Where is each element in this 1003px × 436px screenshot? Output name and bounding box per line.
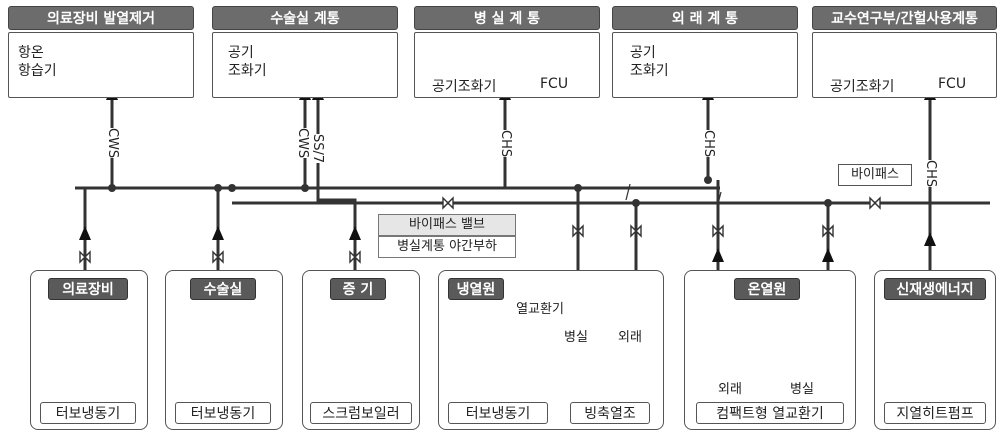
system-title-ward: 병 실 계 통: [414, 6, 600, 30]
pipe-label-chs-2: CHS: [701, 130, 716, 158]
bypass-label: 바이패스: [838, 164, 912, 186]
pipe-label-chs-1: CHS: [498, 130, 513, 158]
source-foot-steam: 스크럼보일러: [310, 402, 412, 424]
source-title-warm: 온열원: [734, 278, 800, 300]
system-title-surgery: 수술실 계통: [212, 6, 398, 30]
system-equip-surgery: 공기 조화기: [228, 45, 267, 79]
warm-sub-ward: 병실: [790, 382, 814, 397]
source-title-medical: 의료장비: [48, 278, 128, 300]
warm-sub-outpatient: 외래: [718, 382, 742, 397]
system-equip-outpatient: 공기 조화기: [630, 45, 669, 79]
system-equip-medical: 항온 항습기: [18, 45, 57, 79]
night-load-label: 병실계통 야간부하: [378, 236, 516, 258]
system-title-outpatient: 외 래 계 통: [612, 6, 798, 30]
source-title-cold: 냉열원: [448, 278, 504, 300]
system-equip-professor-ahu: 공기조화기: [830, 79, 895, 95]
source-title-steam: 증 기: [330, 278, 386, 300]
pipe-steam: [316, 100, 357, 270]
pipe-label-chs-3: CHS: [923, 160, 938, 188]
source-foot-medical: 터보냉동기: [40, 402, 136, 424]
source-foot-cold-ice: 빙축열조: [570, 402, 650, 424]
system-equip-ward-fcu: FCU: [540, 76, 569, 92]
source-title-renewable: 신재생에너지: [884, 278, 986, 300]
pipe-label-cws-2: CWS: [295, 128, 310, 159]
system-box-medical: [8, 32, 194, 98]
source-title-surgery: 수술실: [190, 278, 256, 300]
system-box-outpatient: [612, 32, 798, 98]
system-title-professor: 교수연구부/간헐사용계통: [812, 6, 997, 30]
system-box-professor: [812, 32, 997, 98]
hx-ward-label: 병실: [564, 330, 588, 345]
pipe-chs-ward: [503, 100, 720, 190]
pipe-label-ss: SS/7: [310, 134, 325, 164]
hx-out-label: 외래: [618, 330, 642, 345]
pipe-label-cws-1: CWS: [105, 128, 120, 159]
bypass-valve-label: 바이패스 밸브: [378, 214, 516, 236]
system-title-medical: 의료장비 발열제거: [8, 6, 194, 30]
source-foot-warm: 컴팩트형 열교환기: [696, 402, 844, 424]
source-foot-cold-chiller: 터보냉동기: [448, 402, 548, 424]
hx-label: 열교환기: [506, 300, 574, 322]
source-foot-surgery: 터보냉동기: [175, 402, 271, 424]
system-equip-ward-ahu: 공기조화기: [432, 79, 497, 95]
system-box-surgery: [212, 32, 398, 98]
system-box-ward: [414, 32, 600, 98]
source-foot-renewable: 지열히트펌프: [884, 402, 986, 424]
system-equip-professor-fcu: FCU: [938, 76, 967, 92]
